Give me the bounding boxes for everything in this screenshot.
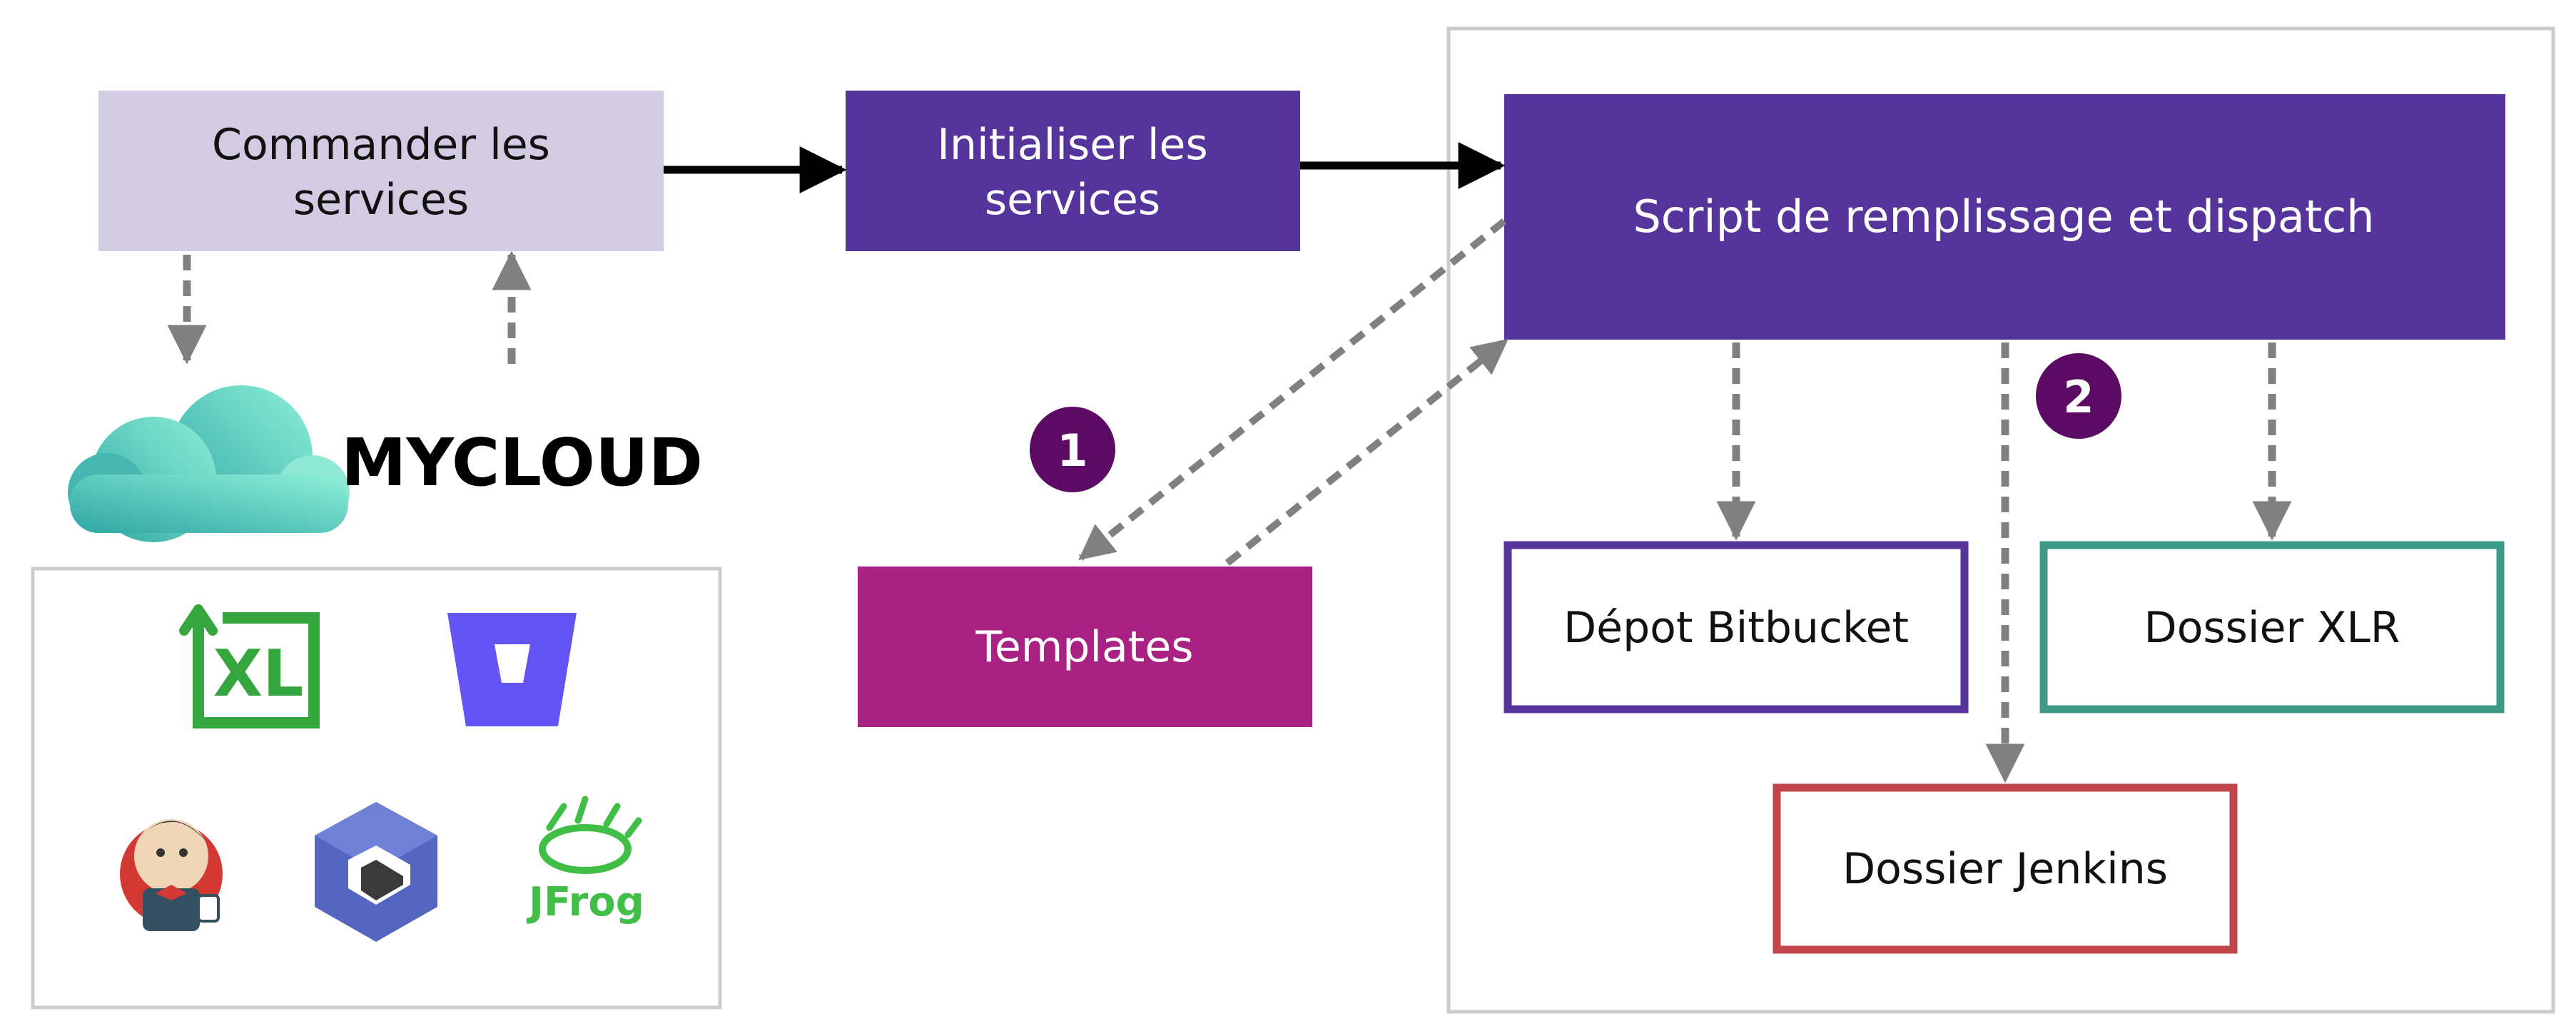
tools-panel <box>31 567 722 1010</box>
codefresh-icon <box>315 802 437 942</box>
jfrog-label: JFrog <box>526 879 644 925</box>
node-dossier-jenkins[interactable]: Dossier Jenkins <box>1773 783 2238 954</box>
node-depot-bitbucket[interactable]: Dépot Bitbucket <box>1503 541 1969 713</box>
arrow-script-to-templates <box>1078 218 1507 561</box>
xl-release-icon: XL <box>179 604 320 728</box>
initialiser-line2: services <box>985 175 1160 225</box>
node-templates[interactable]: Templates <box>858 567 1312 727</box>
dispatch-panel <box>1446 26 2555 1014</box>
commander-line2: services <box>293 175 469 225</box>
node-commander[interactable]: Commander les services <box>98 91 664 251</box>
node-dossier-xlr[interactable]: Dossier XLR <box>2039 541 2505 713</box>
jenkins-icon <box>120 819 223 931</box>
arrow-templates-to-script <box>1224 338 1508 566</box>
node-script[interactable]: Script de remplissage et dispatch <box>1504 94 2505 340</box>
jenkins-label: Dossier Jenkins <box>1842 844 2168 894</box>
bitbucket-icon <box>447 613 577 726</box>
step-badge-2: 2 <box>2036 353 2121 439</box>
script-label: Script de remplissage et dispatch <box>1633 191 2374 243</box>
step-badge-2-label: 2 <box>2063 371 2094 423</box>
templates-label: Templates <box>975 622 1193 672</box>
mycloud-label: MYCLOUD <box>341 425 703 501</box>
xl-release-label: XL <box>213 636 304 711</box>
jfrog-icon: JFrog <box>526 796 644 925</box>
step-badge-1: 1 <box>1030 407 1115 492</box>
xlr-label: Dossier XLR <box>2144 603 2400 653</box>
depot-label: Dépot Bitbucket <box>1563 603 1909 653</box>
node-initialiser[interactable]: Initialiser les services <box>846 91 1300 251</box>
commander-line1: Commander les <box>212 120 550 170</box>
mycloud-cloud-icon <box>68 385 350 542</box>
step-badge-1-label: 1 <box>1057 425 1087 477</box>
initialiser-line1: Initialiser les <box>937 120 1207 170</box>
